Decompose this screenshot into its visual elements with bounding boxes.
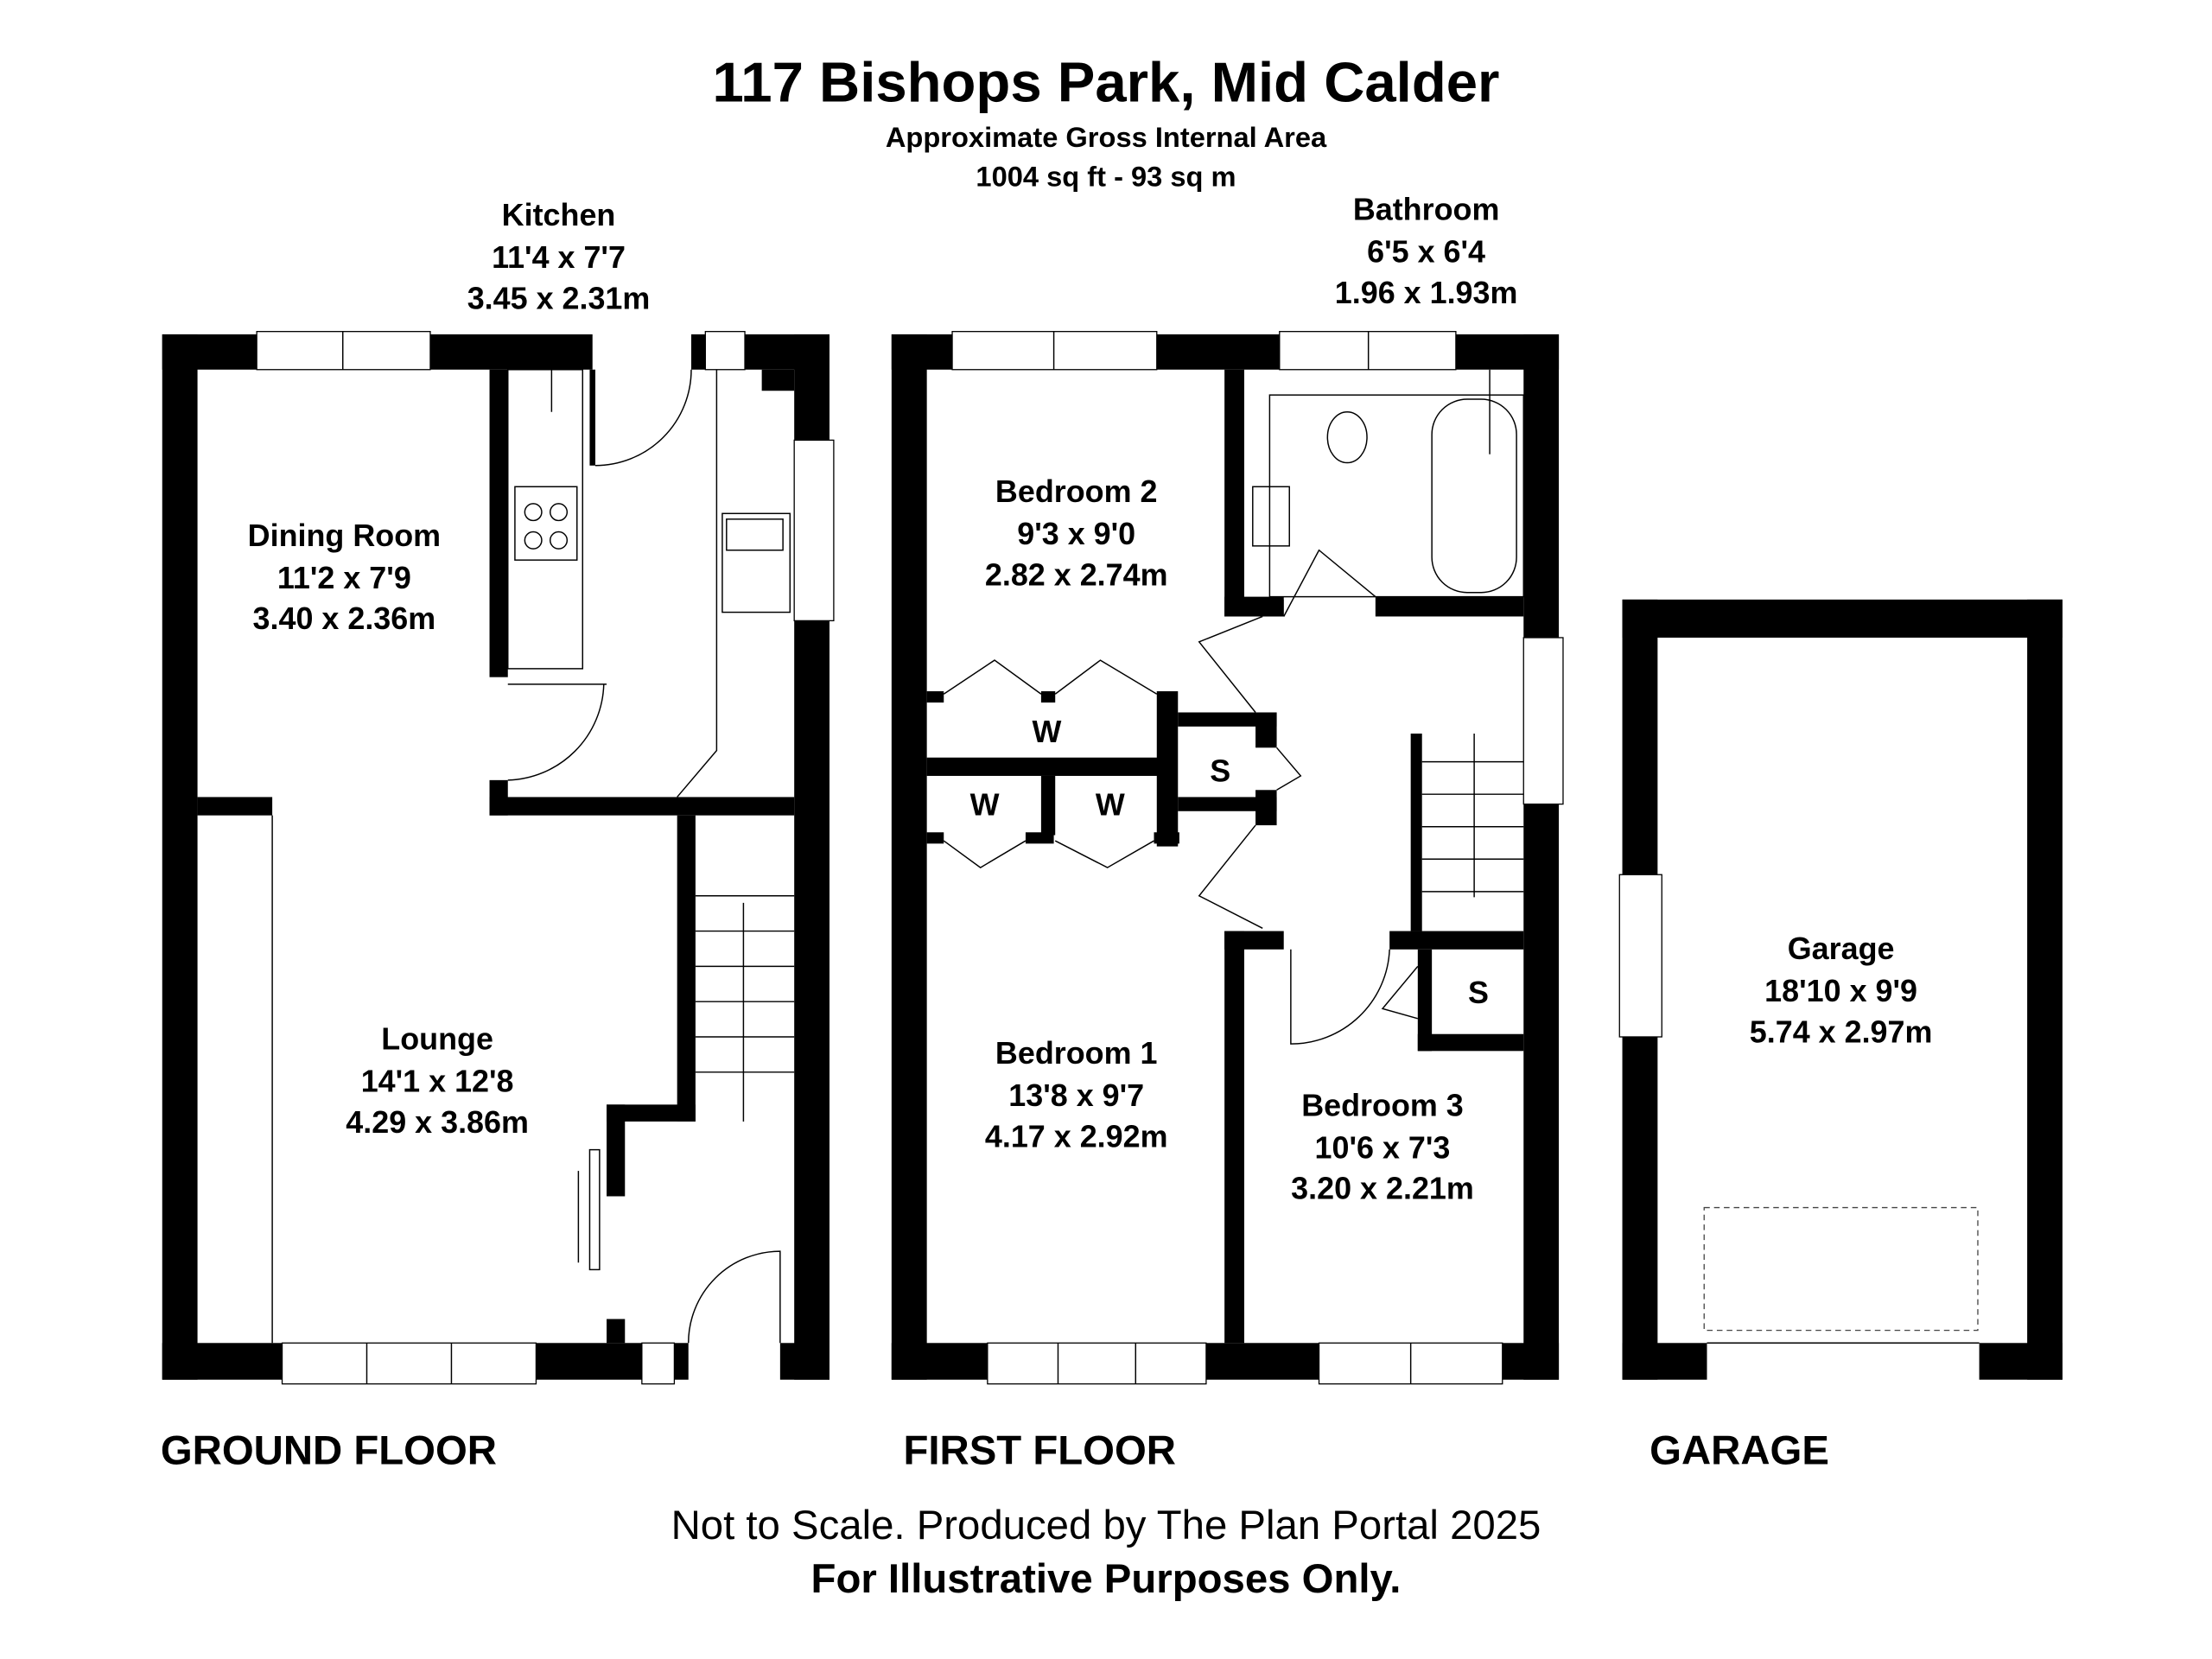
first-floor-plan <box>891 331 1564 1385</box>
bathroom-metric: 1.96 x 1.93m <box>1335 275 1518 310</box>
ground-floor-plan <box>162 331 835 1385</box>
bedroom1-name: Bedroom 1 <box>995 1035 1158 1071</box>
store-label: S <box>1468 975 1489 1010</box>
wardrobe-label: W <box>970 787 1000 823</box>
scale-note: Not to Scale. Produced by The Plan Porta… <box>671 1503 1541 1548</box>
store-label: S <box>1210 753 1230 788</box>
bedroom3-metric: 3.20 x 2.21m <box>1291 1171 1474 1206</box>
ground-floor-label: GROUND FLOOR <box>161 1428 497 1474</box>
garage-metric: 5.74 x 2.97m <box>1750 1014 1933 1050</box>
first-floor-label: FIRST FLOOR <box>904 1428 1177 1474</box>
bathroom-imperial: 6'5 x 6'4 <box>1367 234 1485 270</box>
bedroom1-imperial: 13'8 x 9'7 <box>1008 1077 1144 1113</box>
kitchen-name: Kitchen <box>502 197 616 232</box>
dining-imperial: 11'2 x 7'9 <box>277 560 411 595</box>
dining-name: Dining Room <box>248 518 441 553</box>
lounge-name: Lounge <box>381 1021 493 1057</box>
bathroom-name: Bathroom <box>1353 192 1500 227</box>
area-value: 1004 sq ft - 93 sq m <box>976 161 1236 193</box>
plan-title: 117 Bishops Park, Mid Calder <box>713 51 1500 114</box>
bedroom1-metric: 4.17 x 2.92m <box>985 1118 1168 1154</box>
bedroom2-name: Bedroom 2 <box>995 474 1158 509</box>
disclaimer: For Illustrative Purposes Only. <box>811 1556 1402 1602</box>
garage-imperial: 18'10 x 9'9 <box>1764 973 1917 1008</box>
wardrobe-label: W <box>1096 787 1125 823</box>
wardrobe-label: W <box>1032 714 1061 749</box>
kitchen-metric: 3.45 x 2.31m <box>467 281 651 316</box>
dining-metric: 3.40 x 2.36m <box>253 601 436 636</box>
bedroom3-imperial: 10'6 x 7'3 <box>1315 1129 1451 1165</box>
lounge-imperial: 14'1 x 12'8 <box>361 1064 514 1099</box>
bedroom2-metric: 2.82 x 2.74m <box>985 557 1168 593</box>
bedroom2-imperial: 9'3 x 9'0 <box>1017 516 1135 551</box>
kitchen-imperial: 11'4 x 7'7 <box>492 239 626 275</box>
lounge-metric: 4.29 x 3.86m <box>346 1104 529 1140</box>
area-subtitle: Approximate Gross Internal Area <box>886 121 1327 153</box>
garage-name: Garage <box>1788 931 1895 966</box>
garage-label: GARAGE <box>1649 1428 1829 1474</box>
bedroom3-name: Bedroom 3 <box>1301 1087 1464 1122</box>
garage-plan <box>1618 599 2063 1380</box>
